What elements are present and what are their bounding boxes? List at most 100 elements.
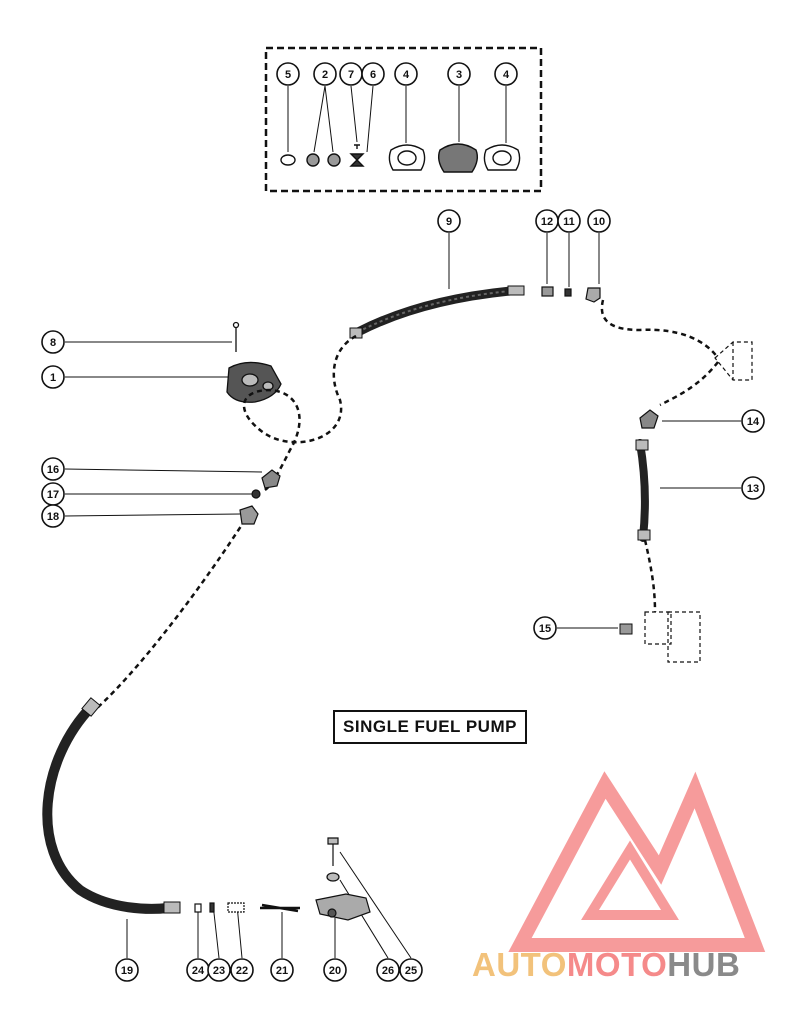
callout-number: 8 bbox=[50, 337, 56, 349]
callout-c22: 22 bbox=[230, 958, 254, 982]
pump-screw bbox=[232, 321, 240, 352]
callout-number: 25 bbox=[405, 965, 417, 977]
callout-number: 13 bbox=[747, 483, 759, 495]
callout-number: 1 bbox=[50, 372, 56, 384]
callout-number: 12 bbox=[541, 216, 553, 228]
hose-13 bbox=[635, 439, 651, 542]
watermark-auto: AUTO bbox=[472, 946, 567, 983]
callout-number: 3 bbox=[456, 69, 462, 81]
callout-circle bbox=[207, 958, 231, 982]
callout-c4a: 4 bbox=[394, 62, 418, 86]
callout-number: 2 bbox=[322, 69, 328, 81]
callout-number: 4 bbox=[503, 69, 510, 81]
callout-number: 15 bbox=[539, 623, 551, 635]
callout-c25: 25 bbox=[399, 958, 423, 982]
callout-circle bbox=[587, 209, 611, 233]
callout-c10: 10 bbox=[587, 209, 611, 233]
callout-circle bbox=[115, 958, 139, 982]
callout-number: 5 bbox=[285, 69, 291, 81]
callout-circle bbox=[270, 958, 294, 982]
callout-c11: 11 bbox=[557, 209, 581, 233]
carburetor-outline bbox=[644, 341, 753, 663]
callout-c18: 18 bbox=[41, 504, 65, 528]
callout-number: 4 bbox=[403, 69, 410, 81]
callout-circle bbox=[230, 958, 254, 982]
callout-circle bbox=[741, 476, 765, 500]
callout-circle bbox=[323, 958, 347, 982]
callout-number: 22 bbox=[236, 965, 248, 977]
callout-number: 10 bbox=[593, 216, 605, 228]
callout-number: 9 bbox=[446, 216, 452, 228]
callout-c12: 12 bbox=[535, 209, 559, 233]
callout-c7: 7 bbox=[339, 62, 363, 86]
callout-c19: 19 bbox=[115, 958, 139, 982]
plug-15 bbox=[619, 623, 633, 635]
callout-number: 20 bbox=[329, 965, 341, 977]
fuel-line-paths bbox=[94, 299, 720, 711]
callout-c4b: 4 bbox=[494, 62, 518, 86]
callout-c13: 13 bbox=[741, 476, 765, 500]
diagram-title-text: SINGLE FUEL PUMP bbox=[343, 717, 517, 736]
callout-circle bbox=[557, 209, 581, 233]
callout-circle bbox=[399, 958, 423, 982]
hose-9 bbox=[349, 285, 525, 339]
leader-lines bbox=[64, 85, 741, 959]
callout-circle bbox=[447, 62, 471, 86]
watermark-text: AUTOMOTOHUB bbox=[472, 946, 794, 986]
callout-number: 24 bbox=[192, 965, 205, 977]
kit-parts bbox=[280, 143, 521, 173]
callout-number: 17 bbox=[47, 489, 59, 501]
callout-number: 7 bbox=[348, 69, 354, 81]
callout-circle bbox=[376, 958, 400, 982]
callout-circle bbox=[494, 62, 518, 86]
callout-number: 23 bbox=[213, 965, 225, 977]
callout-c16: 16 bbox=[41, 457, 65, 481]
callout-circle bbox=[533, 616, 557, 640]
callout-circle bbox=[41, 365, 65, 389]
callout-number: 21 bbox=[276, 965, 288, 977]
callout-number: 14 bbox=[747, 416, 760, 428]
repair-kit-box bbox=[264, 46, 543, 193]
callout-circle bbox=[41, 457, 65, 481]
callout-c17: 17 bbox=[41, 482, 65, 506]
callout-c23: 23 bbox=[207, 958, 231, 982]
callout-c8: 8 bbox=[41, 330, 65, 354]
callout-number: 26 bbox=[382, 965, 394, 977]
callout-c20: 20 bbox=[323, 958, 347, 982]
automotohub-logo bbox=[508, 771, 766, 952]
callout-circle bbox=[741, 409, 765, 433]
callout-c9: 9 bbox=[437, 209, 461, 233]
callout-number: 19 bbox=[121, 965, 133, 977]
callout-c21: 21 bbox=[270, 958, 294, 982]
callout-c5: 5 bbox=[276, 62, 300, 86]
watermark-hub: HUB bbox=[667, 946, 741, 983]
callout-c1: 1 bbox=[41, 365, 65, 389]
callout-c26: 26 bbox=[376, 958, 400, 982]
callout-number: 16 bbox=[47, 464, 59, 476]
fittings-16-17-18 bbox=[239, 469, 281, 525]
fittings-12-11-10 bbox=[541, 286, 601, 303]
callout-number: 11 bbox=[563, 216, 575, 228]
callout-circle bbox=[41, 330, 65, 354]
diagram-title: SINGLE FUEL PUMP bbox=[333, 710, 527, 744]
callout-circle bbox=[41, 504, 65, 528]
callout-c14: 14 bbox=[741, 409, 765, 433]
callout-circle bbox=[394, 62, 418, 86]
fuel-pump-body bbox=[226, 361, 282, 403]
callout-c24: 24 bbox=[186, 958, 210, 982]
callout-circle bbox=[437, 209, 461, 233]
callout-c3: 3 bbox=[447, 62, 471, 86]
callout-circle bbox=[313, 62, 337, 86]
callout-c15: 15 bbox=[533, 616, 557, 640]
watermark-moto: MOTO bbox=[566, 946, 668, 983]
callout-circle bbox=[276, 62, 300, 86]
hose-19 bbox=[42, 697, 181, 914]
lower-fitting-parts bbox=[194, 837, 371, 921]
callout-number: 18 bbox=[47, 511, 59, 523]
callout-circle bbox=[361, 62, 385, 86]
callout-number: 6 bbox=[370, 69, 376, 81]
callout-group: 5 2 7 6 4 3 4 9 12 11 10 8 1 14 13 16 17 18 15 19 24 23 22 21 20… bbox=[41, 62, 765, 982]
elbow-fitting-14 bbox=[639, 409, 659, 429]
callout-c6: 6 bbox=[361, 62, 385, 86]
